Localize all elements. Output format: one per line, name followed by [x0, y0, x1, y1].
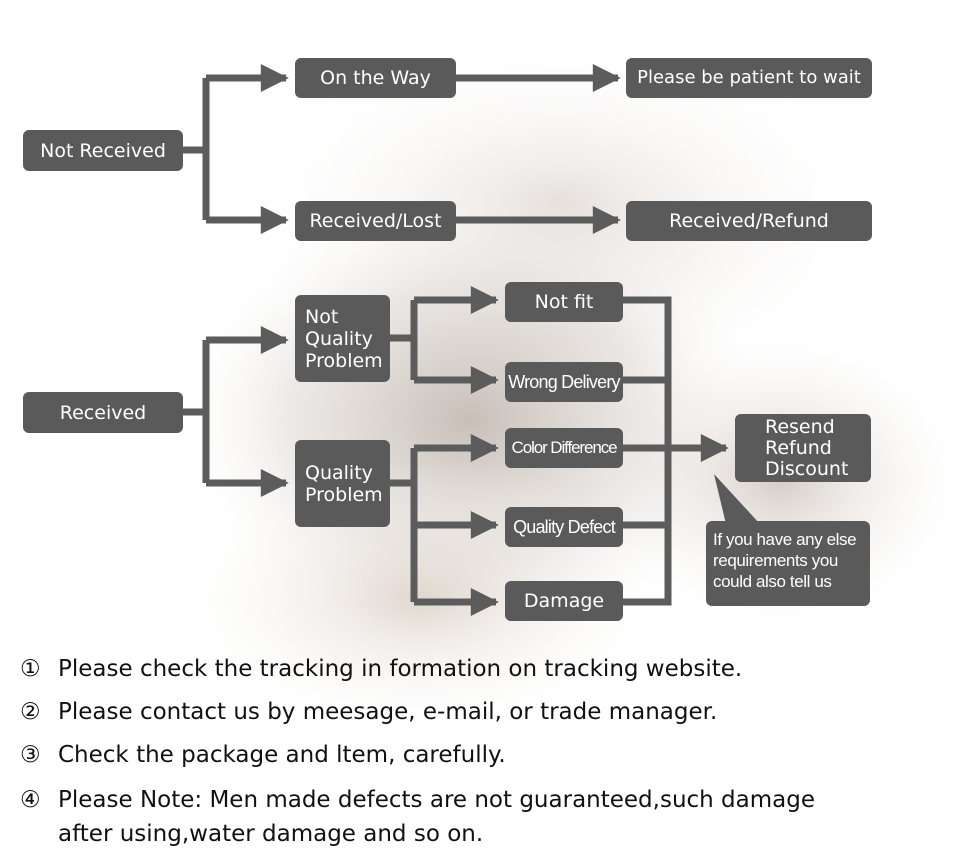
bubble-tail: [714, 474, 760, 524]
bubble-line-2: requirements you: [713, 551, 838, 570]
note-item: ① Please check the tracking in formation…: [20, 654, 940, 684]
note-text: Please contact us by meesage, e-mail, or…: [58, 699, 718, 725]
node-wrong-delivery: Wrong Delivery: [505, 362, 623, 402]
outcome-resend: Resend: [765, 415, 835, 438]
bubble-line-3: could also tell us: [713, 572, 832, 591]
note-text: Please Note: Men made defects are not gu…: [58, 787, 816, 813]
note-number: ①: [20, 656, 41, 682]
not-quality-line-2: Quality: [305, 327, 373, 350]
note-item: ② Please contact us by meesage, e-mail, …: [20, 697, 940, 727]
not-quality-line-3: Problem: [305, 349, 383, 372]
node-quality-problem: Quality Problem: [295, 440, 390, 527]
node-received-refund: Received/Refund: [626, 201, 872, 241]
note-text: Please check the tracking in formation o…: [58, 656, 743, 682]
note-number: ④: [20, 787, 41, 813]
quality-line-1: Quality: [305, 461, 373, 484]
note-text-continued: after using,water damage and so on.: [58, 821, 484, 847]
note-text: Check the package and ltem, carefully.: [58, 742, 506, 768]
speech-bubble-note: If you have any else requirements you co…: [706, 521, 870, 606]
node-damage: Damage: [505, 581, 623, 621]
quality-line-2: Problem: [305, 483, 383, 506]
note-item: ④ Please Note: Men made defects are not …: [20, 783, 940, 851]
note-number: ③: [20, 742, 41, 768]
node-not-quality-problem: Not Quality Problem: [295, 295, 390, 382]
note-item: ③ Check the package and ltem, carefully.: [20, 740, 940, 770]
node-on-the-way: On the Way: [295, 58, 456, 98]
node-received-lost: Received/Lost: [295, 201, 456, 241]
not-quality-line-1: Not: [305, 305, 339, 328]
node-color-difference: Color Difference: [505, 428, 623, 468]
bubble-line-1: If you have any else: [713, 530, 857, 549]
note-number: ②: [20, 699, 41, 725]
node-outcomes: Resend Refund Discount: [735, 414, 871, 482]
node-not-received: Not Received: [23, 130, 183, 171]
node-please-wait: Please be patient to wait: [626, 58, 872, 98]
node-received: Received: [23, 392, 183, 433]
notes-list: ① Please check the tracking in formation…: [20, 654, 940, 864]
outcome-refund: Refund: [765, 436, 832, 459]
node-not-fit: Not fit: [505, 282, 623, 322]
outcome-discount: Discount: [765, 457, 849, 480]
node-quality-defect: Quality Defect: [505, 507, 623, 547]
